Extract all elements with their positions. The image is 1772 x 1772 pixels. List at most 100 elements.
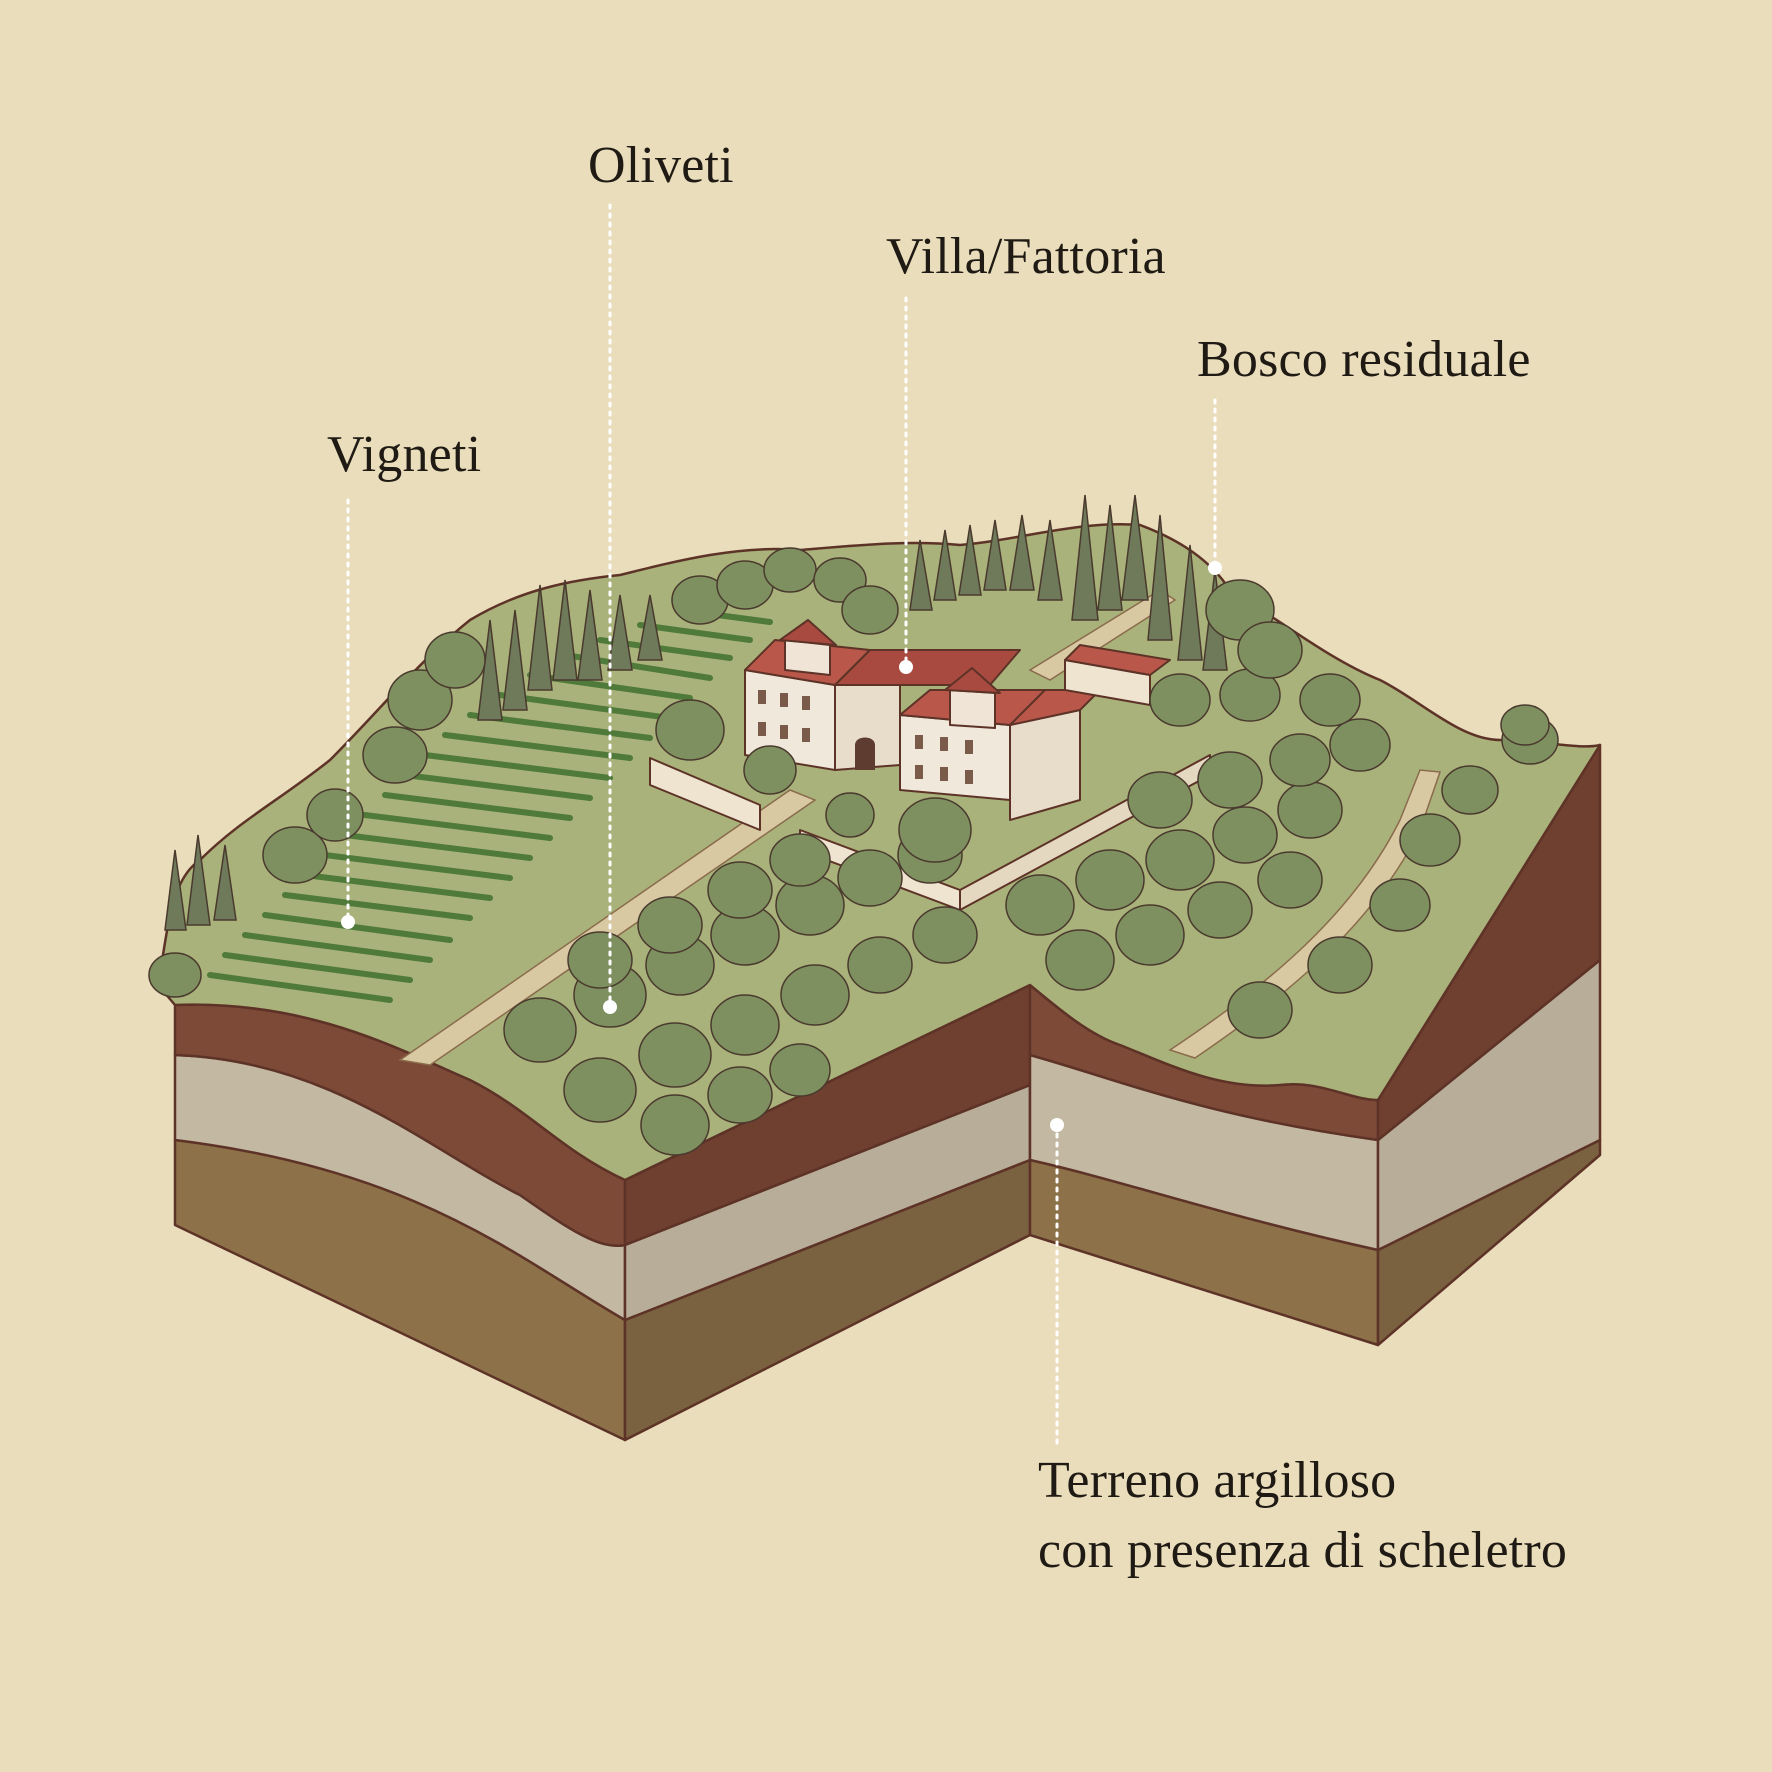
olive-tree: [563, 1057, 637, 1123]
vine-row: [222, 952, 413, 983]
garden-tree: [743, 745, 797, 795]
cypress-tree: [477, 619, 503, 721]
vine-row: [637, 622, 753, 643]
olive-tree: [1212, 806, 1278, 864]
tower-roof-right: [944, 667, 1001, 694]
villa-gate: [855, 737, 875, 770]
olive-tree: [710, 994, 780, 1056]
olive-tree: [640, 1094, 710, 1156]
cypress-tree: [577, 589, 603, 681]
window: [802, 696, 810, 710]
vine-row: [442, 732, 633, 761]
cypress-tree: [1121, 494, 1149, 601]
olive-tree: [1399, 813, 1461, 867]
olive-tree: [837, 849, 903, 907]
shrub: [424, 631, 486, 689]
leader-dots: [341, 561, 1222, 1132]
label-bosco-residuale: Bosco residuale: [1197, 331, 1531, 388]
olive-tree: [1197, 751, 1263, 809]
shrub: [306, 788, 364, 842]
cypress-tree: [552, 579, 578, 681]
vine-row: [262, 912, 453, 943]
window: [780, 725, 788, 739]
vine-row: [422, 752, 613, 781]
villa-buildings: [649, 619, 1211, 911]
window: [940, 767, 948, 781]
soil-face-right: [1376, 743, 1602, 1347]
label-oliveti: Oliveti: [588, 137, 734, 194]
vine-row: [242, 932, 433, 963]
shrub: [148, 952, 202, 998]
olive-tree: [1187, 881, 1253, 939]
window: [915, 765, 923, 779]
olive-tree: [1127, 771, 1193, 829]
leader-dot-vigneti: [341, 915, 355, 929]
cypress-tree: [1097, 504, 1123, 611]
olive-tree: [1045, 929, 1115, 991]
window: [965, 740, 973, 754]
olive-tree: [1299, 673, 1361, 727]
vine-row: [497, 692, 673, 721]
window: [780, 693, 788, 707]
olive-tree: [1075, 849, 1145, 911]
vine-row: [322, 852, 513, 881]
cypress-tree: [213, 844, 237, 921]
garden-tree: [898, 797, 972, 863]
olive-tree: [780, 964, 850, 1026]
olive-tree: [1115, 904, 1185, 966]
cypress-tree: [1037, 519, 1063, 601]
window: [758, 690, 766, 704]
cypress-tree: [933, 529, 957, 601]
olive-tree: [1145, 829, 1215, 891]
olive-tree: [707, 861, 773, 919]
cypress-tree: [909, 539, 933, 611]
villa-tower-right: [949, 689, 996, 729]
shrub: [262, 826, 328, 884]
vineyard-rows: [207, 607, 773, 1003]
olive-tree: [912, 906, 978, 964]
label-terreno-line1: Terreno argilloso: [1038, 1452, 1397, 1509]
window: [940, 737, 948, 751]
olive-tree: [1269, 733, 1331, 787]
shrub: [763, 547, 817, 593]
window: [758, 722, 766, 736]
label-terreno-argilloso: Terreno argilloso con presenza di schele…: [1038, 1446, 1567, 1586]
villa-windows: [758, 690, 973, 784]
olive-tree: [1149, 673, 1211, 727]
cypress-tree: [637, 594, 663, 661]
cypress-tree: [1071, 494, 1099, 621]
label-villa-fattoria: Villa/Fattoria: [886, 228, 1166, 285]
shrub: [1237, 621, 1303, 679]
olive-tree: [1257, 851, 1323, 909]
olive-tree: [769, 1043, 831, 1097]
shrub: [1500, 704, 1550, 746]
olive-tree: [707, 1066, 773, 1124]
vine-row: [302, 872, 493, 901]
cypress-tree: [958, 524, 982, 596]
villa-wing: [1009, 709, 1081, 821]
window: [965, 770, 973, 784]
olive-tree: [503, 997, 577, 1063]
cypress-tree: [186, 834, 211, 926]
olive-tree: [1005, 874, 1075, 936]
shrub: [841, 585, 899, 635]
leader-dot-villa: [899, 660, 913, 674]
barn-roof: [1064, 644, 1171, 676]
garden-tree: [655, 699, 725, 761]
vine-row: [362, 812, 553, 841]
olive-tree: [769, 833, 831, 887]
cypress-tree: [502, 609, 528, 711]
leader-dot-oliveti: [603, 1000, 617, 1014]
garden-wall: [649, 757, 761, 831]
garden-tree: [825, 792, 875, 838]
olive-tree: [567, 931, 633, 989]
cypress-tree: [1009, 514, 1035, 591]
window: [802, 728, 810, 742]
olive-tree: [1329, 718, 1391, 772]
label-terreno-line2: con presenza di scheletro: [1038, 1522, 1568, 1579]
olive-tree: [847, 936, 913, 994]
dirt-road-left: [398, 789, 817, 1066]
vine-row: [382, 792, 573, 821]
villa-tower-left: [784, 639, 831, 676]
